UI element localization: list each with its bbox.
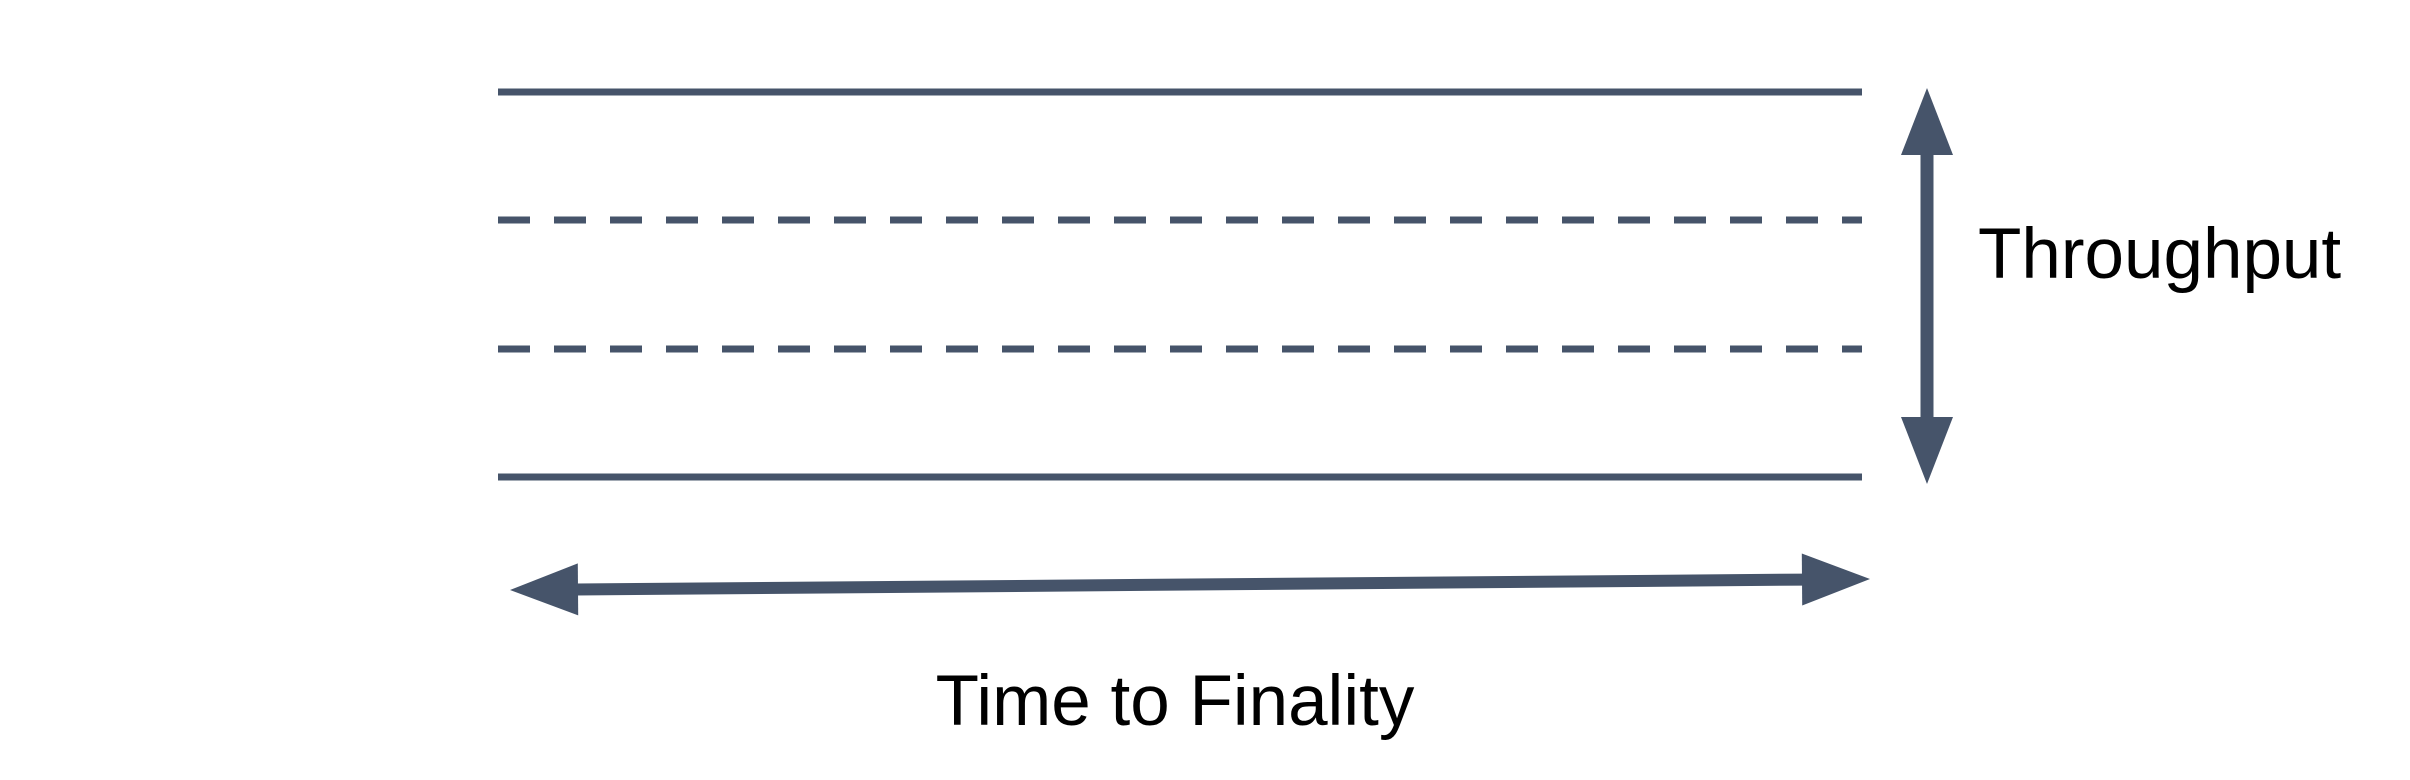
time-arrow-shaft (575, 573, 1805, 596)
throughput-arrow-head-up (1901, 88, 1953, 155)
time-arrow-head-right (1801, 553, 1870, 606)
throughput-band (498, 88, 1862, 481)
time-to-finality-double-arrow-icon (510, 553, 1870, 616)
throughput-arrow-head-down (1901, 417, 1953, 484)
throughput-double-arrow-icon (1901, 88, 1953, 484)
time-arrow-head-left (510, 563, 579, 616)
time-to-finality-label: Time to Finality (935, 662, 1415, 741)
throughput-label: Throughput (1978, 215, 2342, 294)
